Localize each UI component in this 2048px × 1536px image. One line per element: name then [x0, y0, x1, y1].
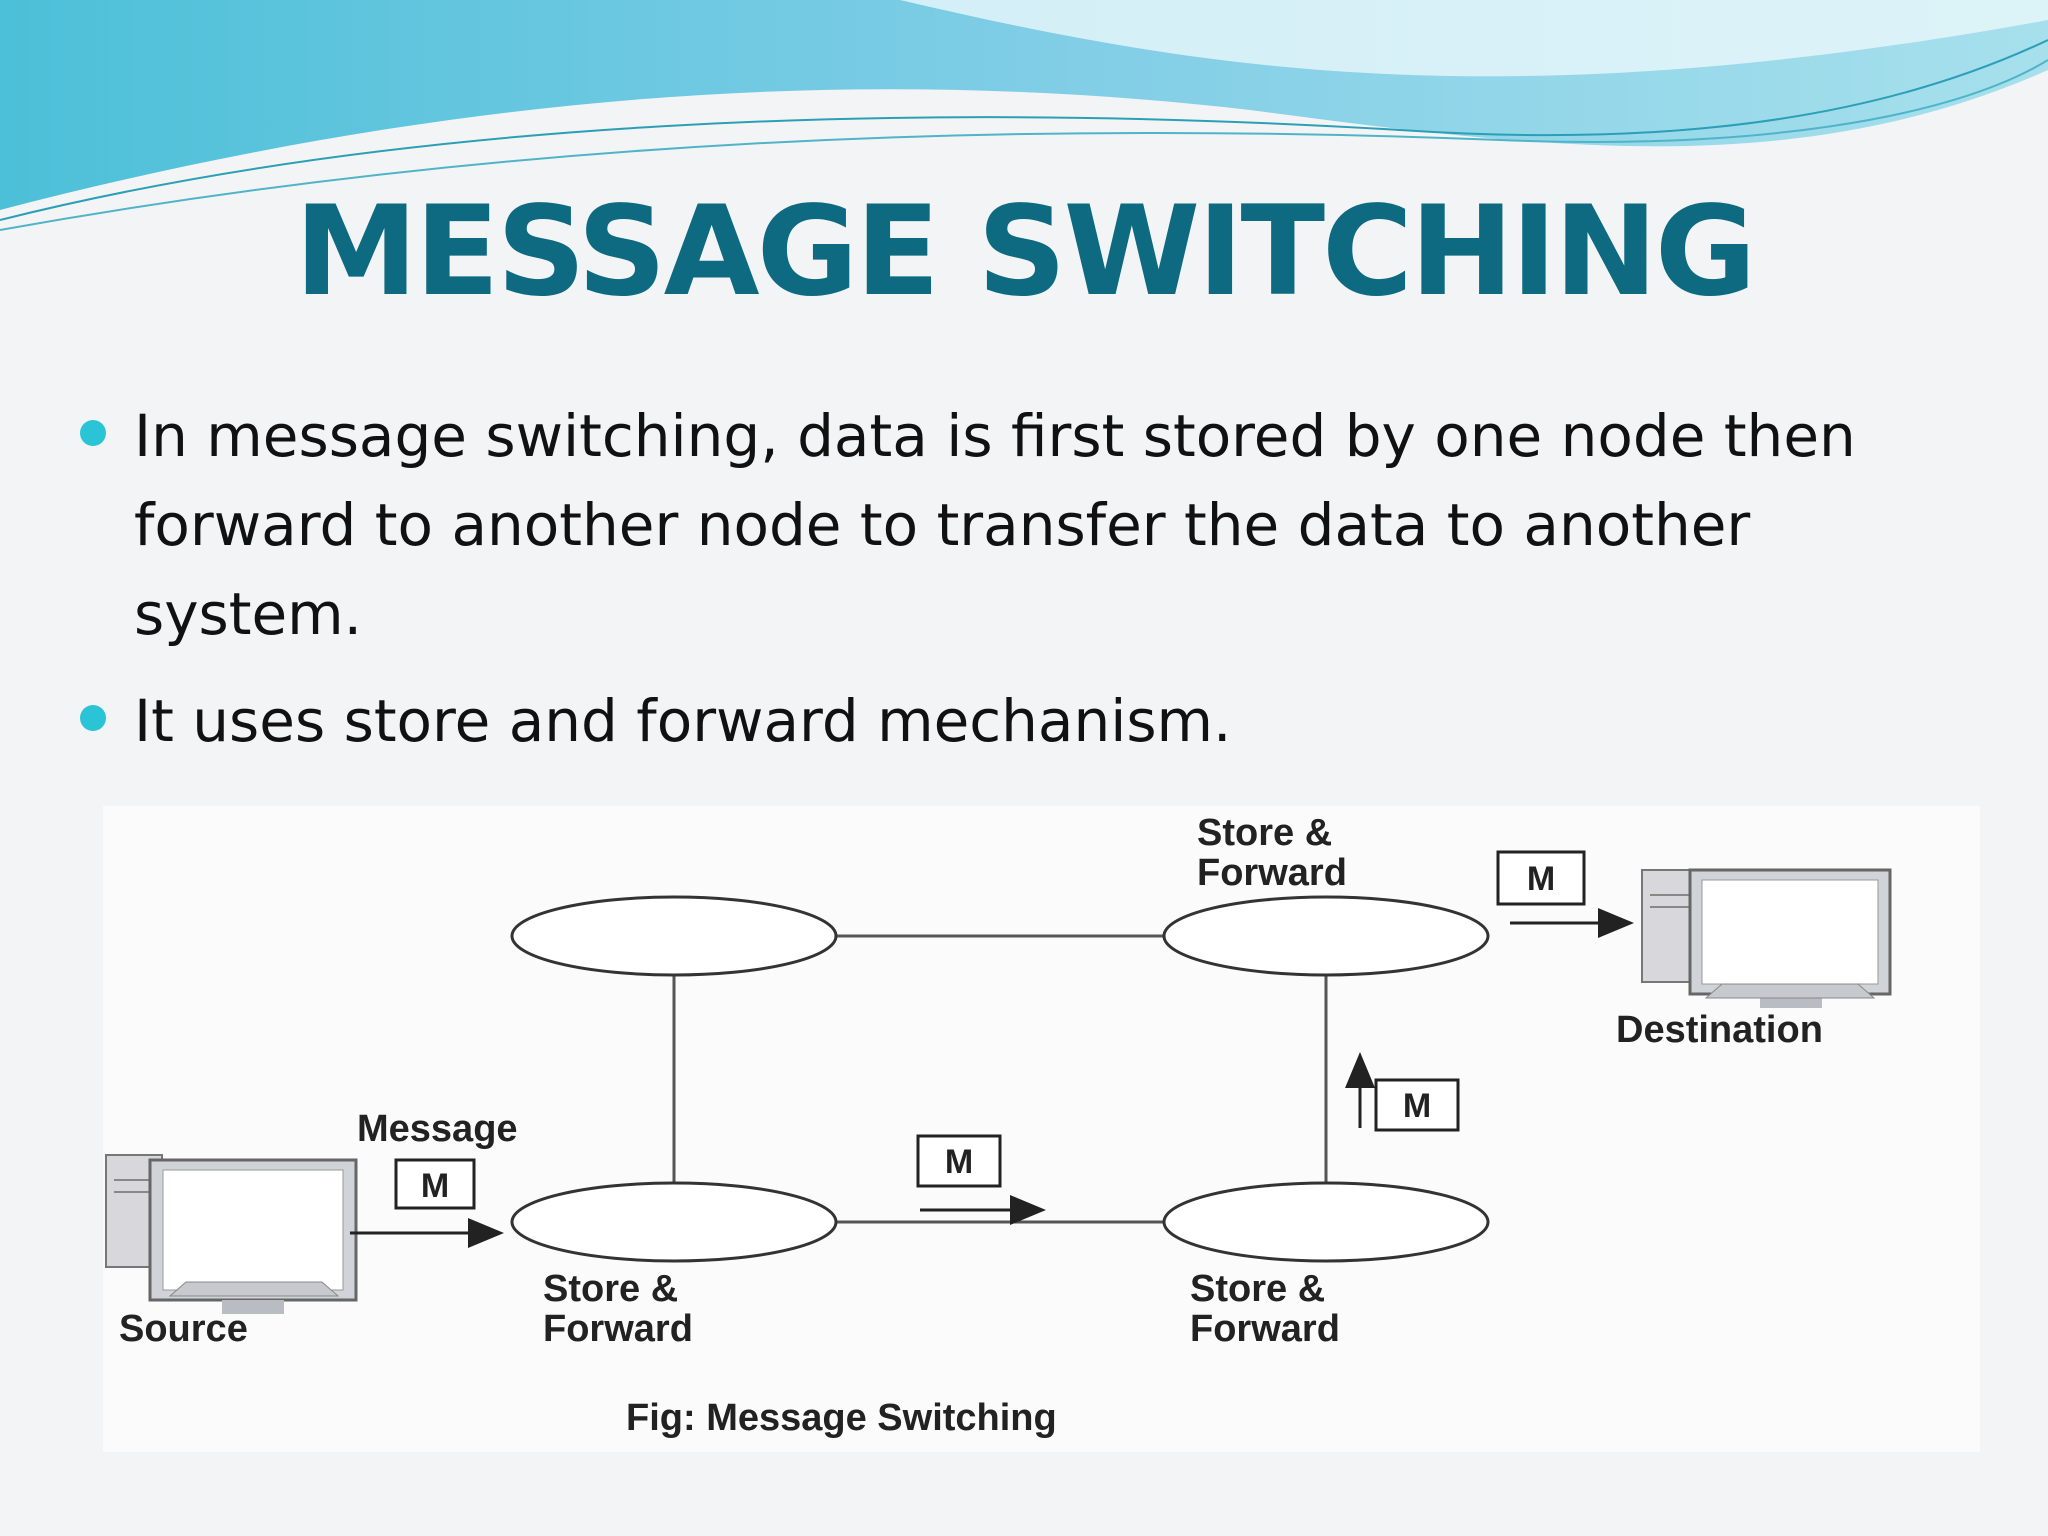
packet-box: M: [1374, 1078, 1460, 1132]
source-label: Source: [119, 1308, 248, 1350]
node-label: Store &: [1197, 812, 1332, 854]
bullet-dot-icon: [80, 420, 106, 446]
bullet-text: In message switching, data is first stor…: [134, 402, 1856, 648]
packet-label: M: [1527, 860, 1555, 898]
packet-box: M: [394, 1158, 476, 1210]
destination-label: Destination: [1616, 1009, 1823, 1051]
link-lines: [672, 934, 1328, 1224]
node-bottom-left: [510, 1181, 838, 1263]
node-bottom-right: [1162, 1181, 1490, 1263]
node-label: Forward: [1197, 852, 1347, 894]
node-label: Forward: [1190, 1308, 1340, 1350]
node-label: Store &: [1190, 1268, 1325, 1310]
node-label: Store &: [543, 1268, 678, 1310]
packet-label: M: [945, 1143, 973, 1181]
bullet-item: It uses store and forward mechanism.: [76, 677, 1996, 766]
computer-icon: [105, 1154, 358, 1314]
packet-box: M: [1496, 850, 1586, 906]
bullet-text: It uses store and forward mechanism.: [134, 687, 1232, 755]
packet-label: M: [421, 1167, 449, 1205]
node-label: Forward: [543, 1308, 693, 1350]
header-wave-decoration: [0, 0, 2048, 231]
store-forward-nodes: [510, 895, 1490, 1263]
bullet-item: In message switching, data is first stor…: [76, 392, 1996, 659]
direction-arrows: [350, 908, 1634, 1248]
slide-title: MESSAGE SWITCHING: [294, 180, 1756, 324]
diagram-caption: Fig: Message Switching: [626, 1397, 1057, 1439]
packet-box: M: [916, 1134, 1002, 1188]
computer-icon: [1641, 868, 1892, 1008]
message-label: Message: [357, 1108, 518, 1150]
node-top-left: [510, 895, 838, 977]
node-top-right: [1162, 895, 1490, 977]
packet-label: M: [1403, 1087, 1431, 1125]
bullet-dot-icon: [80, 705, 106, 731]
bullet-list: In message switching, data is first stor…: [76, 392, 1996, 784]
